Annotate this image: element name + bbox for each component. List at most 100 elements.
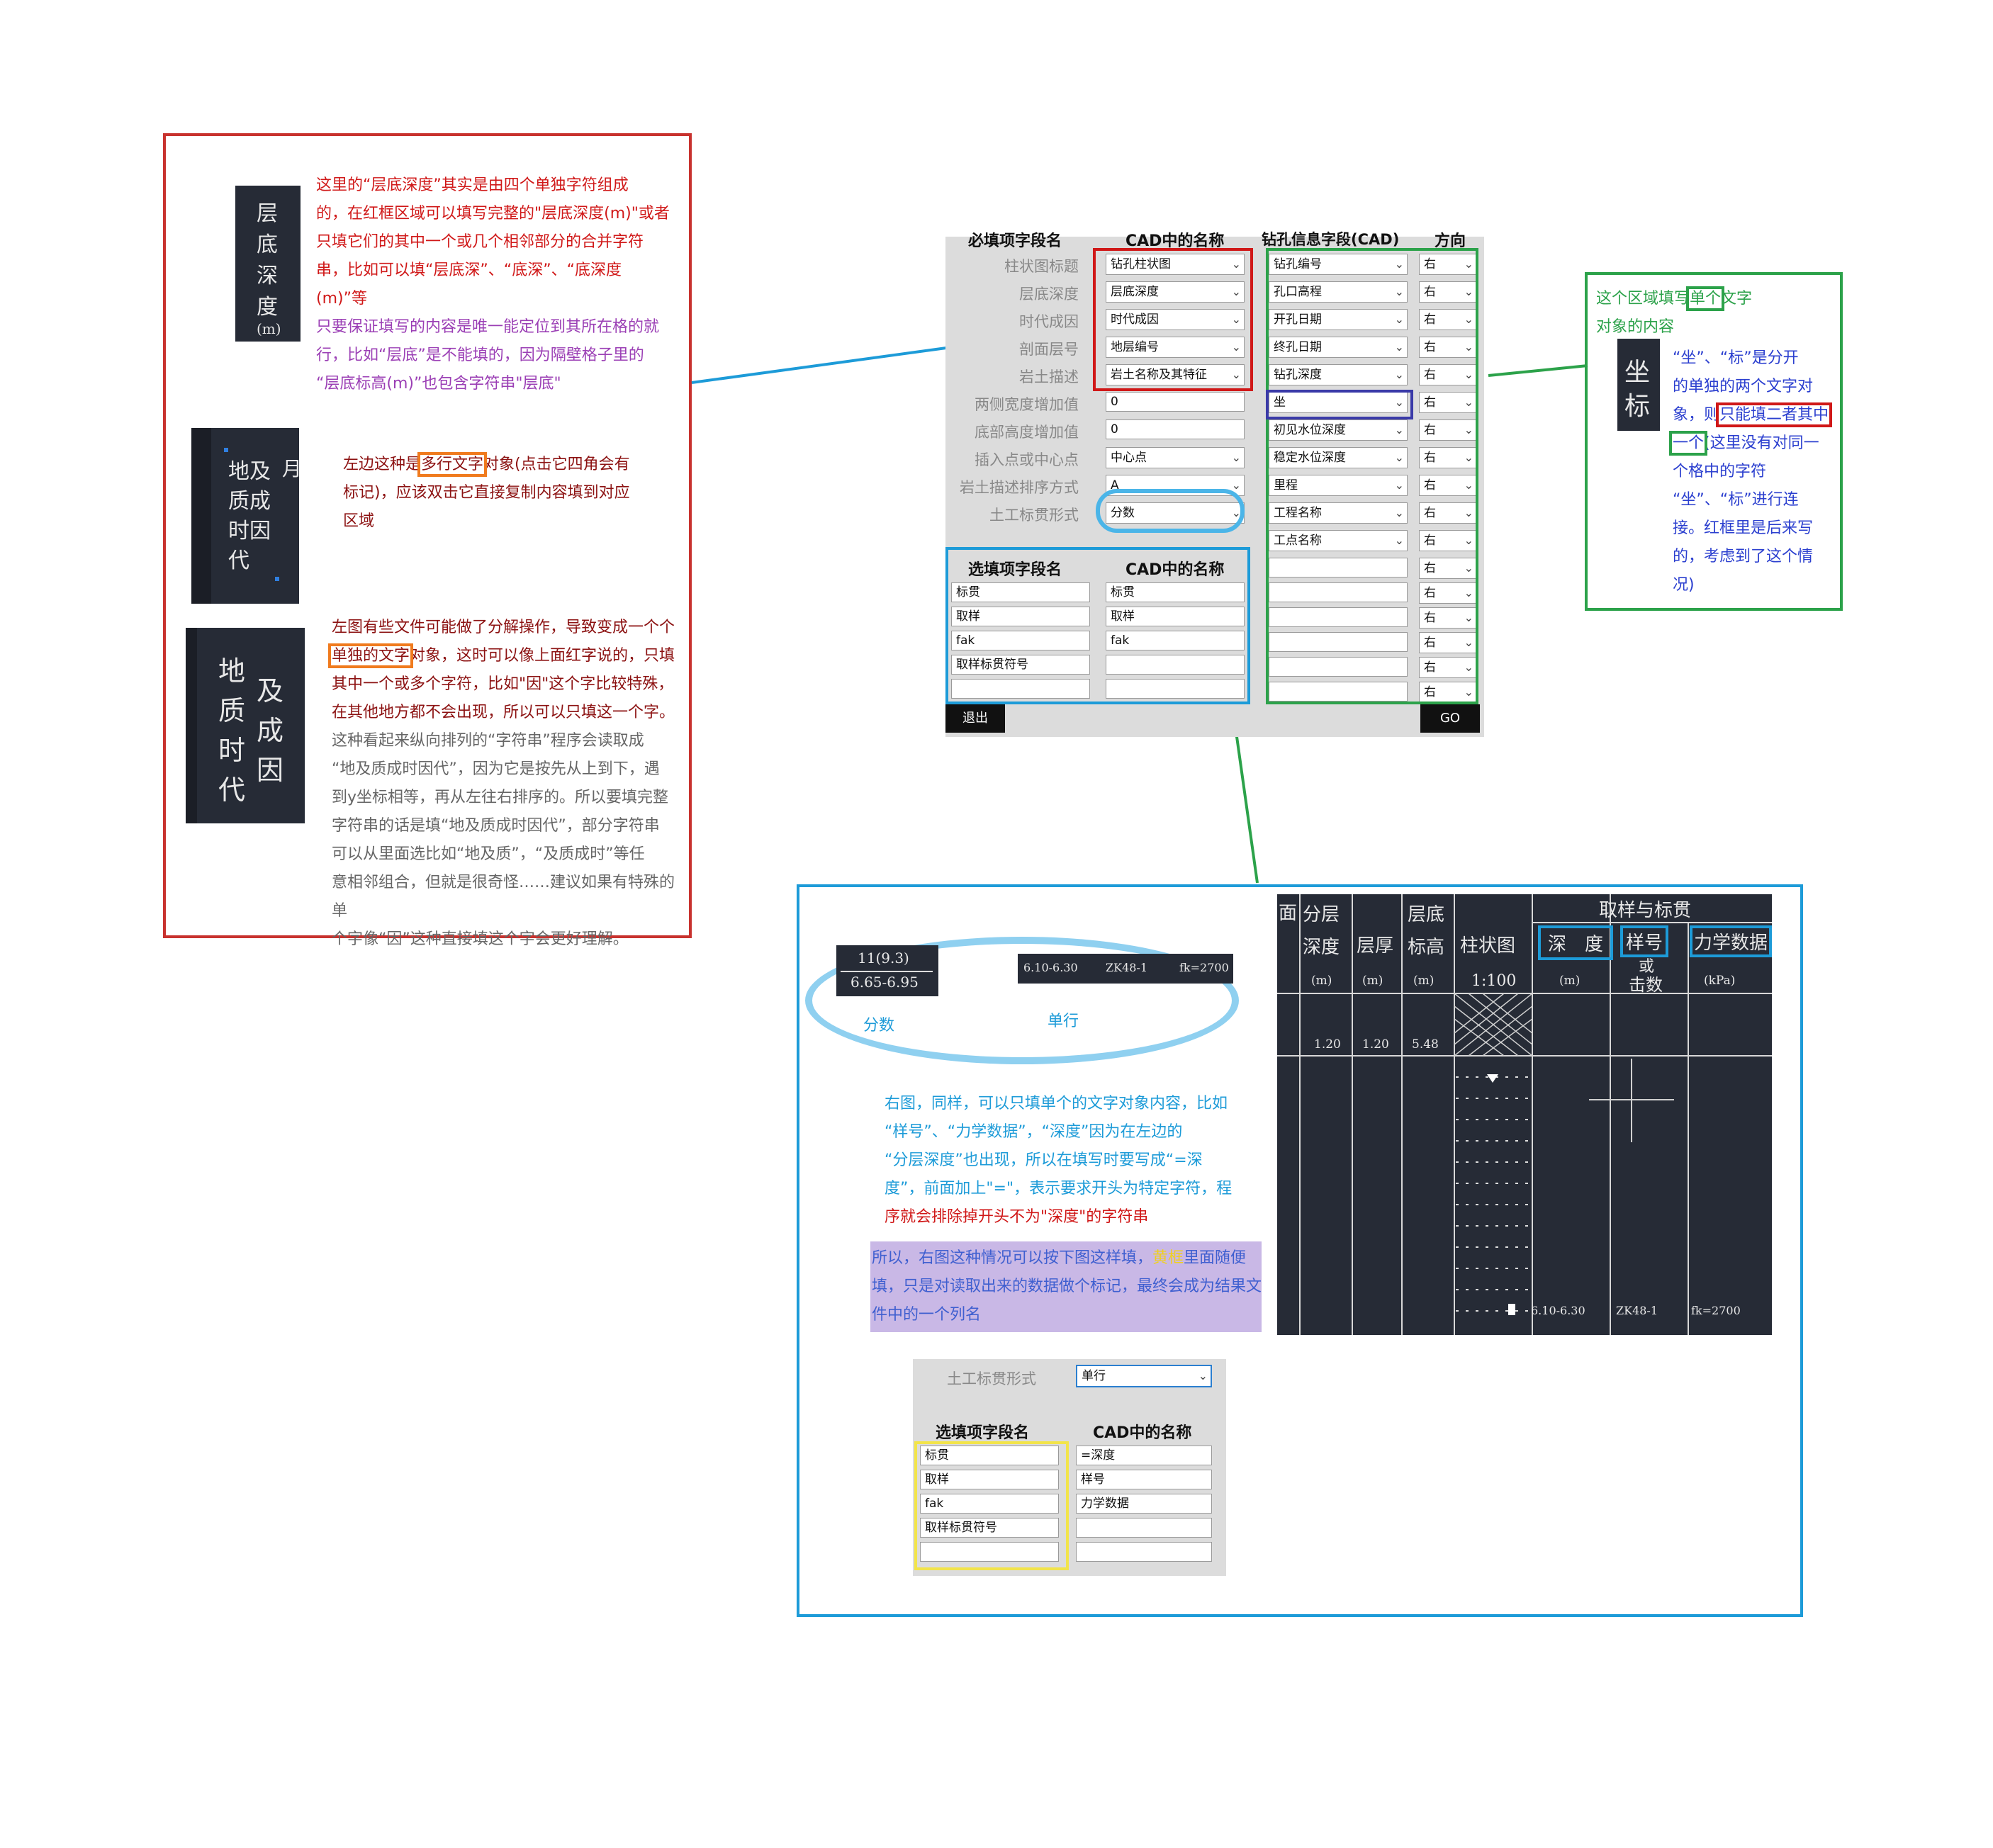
optional-field-name-input[interactable]: fak	[951, 631, 1090, 650]
drill-field-input[interactable]	[1269, 657, 1408, 677]
drill-field-select[interactable]: 终孔日期⌄	[1269, 337, 1408, 358]
direction-select[interactable]: 右⌄	[1419, 475, 1477, 496]
chevron-down-icon: ⌄	[1464, 561, 1473, 575]
exit-button[interactable]: 退出	[945, 704, 1005, 733]
header-optional-cad: CAD中的名称	[1125, 561, 1225, 579]
optional-field-cad-input[interactable]	[1106, 655, 1245, 675]
mini-field-name-input[interactable]: fak	[920, 1494, 1059, 1514]
bottom-explanation-panel	[797, 884, 1803, 1617]
required-field-select[interactable]: 层底深度⌄	[1106, 281, 1245, 303]
direction-select[interactable]: 右⌄	[1419, 530, 1477, 551]
mini-field-name-input[interactable]: 取样	[920, 1470, 1059, 1489]
cad-header-fenceng: 分层 深度	[1303, 904, 1340, 958]
mini-field-cad-input[interactable]	[1076, 1542, 1212, 1562]
chevron-down-icon: ⌄	[1464, 257, 1473, 271]
required-field-select[interactable]: 岩土名称及其特征⌄	[1106, 364, 1245, 385]
green-highlight-box	[1266, 248, 1478, 704]
direction-select[interactable]: 右⌄	[1419, 254, 1477, 275]
mini-field-cad-input[interactable]: =深度	[1076, 1446, 1212, 1465]
cad-header-mian: 面	[1279, 903, 1298, 924]
navy-highlight-box	[1266, 390, 1413, 419]
drill-field-select[interactable]: 工程名称⌄	[1269, 502, 1408, 524]
drill-field-select[interactable]: 初见水位深度⌄	[1269, 419, 1408, 441]
chevron-down-icon: ⌄	[1231, 340, 1241, 354]
required-field-label: 土工标贯形式	[989, 507, 1079, 524]
optional-field-cad-input[interactable]: fak	[1106, 631, 1245, 650]
drill-field-select[interactable]: 钻孔编号⌄	[1269, 254, 1408, 275]
cad-row1-elevation: 5.48	[1412, 1037, 1439, 1052]
drill-field-select[interactable]: 钻孔深度⌄	[1269, 364, 1408, 385]
direction-select[interactable]: 右⌄	[1419, 582, 1477, 604]
direction-select[interactable]: 右⌄	[1419, 337, 1477, 358]
mini-field-name-input[interactable]: 取样标贯符号	[920, 1518, 1059, 1538]
direction-select[interactable]: 右⌄	[1419, 607, 1477, 629]
note-bottom-cyan: 右图，同样，可以只填单个的文字对象内容，比如 “样号”、“力学数据”，“深度”因…	[885, 1095, 1233, 1226]
drill-field-select[interactable]: 坐⌄	[1269, 392, 1408, 413]
purple-note: 所以，右图这种情况可以按下图这样填，黄框里面随便 填，只是对读取出来的数据做个标…	[872, 1249, 1262, 1324]
chevron-down-icon: ⌄	[1394, 368, 1404, 381]
required-field-select[interactable]: 地层编号⌄	[1106, 337, 1245, 358]
chevron-down-icon: ⌄	[1464, 395, 1473, 409]
blue-brush-ellipse	[805, 937, 1239, 1064]
drill-field-select[interactable]: 稳定水位深度⌄	[1269, 447, 1408, 468]
chevron-down-icon: ⌄	[1394, 257, 1404, 271]
mini-form-label: 土工标贯形式	[947, 1370, 1036, 1387]
cad-header-cengdi: 层底 标高	[1408, 904, 1445, 958]
mini-field-name-input[interactable]: 标贯	[920, 1446, 1059, 1465]
direction-select[interactable]: 右⌄	[1419, 281, 1477, 303]
required-field-label: 插入点或中心点	[975, 451, 1079, 468]
mini-field-name-input[interactable]	[920, 1542, 1059, 1562]
direction-select[interactable]: 右⌄	[1419, 419, 1477, 441]
right-note-title: 这个区域填写单个文字 对象的内容	[1596, 286, 1753, 336]
right-note-body: “坐”、“标”是分开 的单独的两个文字对 象，则只能填二者其中	[1673, 349, 1833, 427]
mini-field-cad-input[interactable]: 力学数据	[1076, 1494, 1212, 1514]
required-field-input[interactable]: 0	[1106, 419, 1245, 439]
cad-unit: (m)	[1413, 974, 1435, 988]
drill-field-select[interactable]: 里程⌄	[1269, 475, 1408, 496]
required-field-input[interactable]: 0	[1106, 392, 1245, 412]
optional-field-name-input[interactable]: 标贯	[951, 582, 1090, 602]
drill-field-input[interactable]	[1269, 607, 1408, 627]
blue-brush-highlight	[1096, 489, 1245, 533]
mini-field-cad-input[interactable]: 样号	[1076, 1470, 1212, 1489]
direction-select[interactable]: 右⌄	[1419, 309, 1477, 330]
optional-field-cad-input[interactable]: 标贯	[1106, 582, 1245, 602]
chevron-down-icon: ⌄	[1464, 611, 1473, 624]
direction-select[interactable]: 右⌄	[1419, 632, 1477, 653]
drill-field-input[interactable]	[1269, 558, 1408, 578]
drill-field-input[interactable]	[1269, 582, 1408, 602]
direction-select[interactable]: 右⌄	[1419, 364, 1477, 385]
go-button[interactable]: GO	[1420, 704, 1480, 733]
direction-select[interactable]: 右⌄	[1419, 558, 1477, 579]
chevron-down-icon: ⌄	[1394, 285, 1404, 298]
chevron-down-icon: ⌄	[1394, 312, 1404, 326]
cad-header-jishu: 击数	[1629, 975, 1663, 995]
optional-field-cad-input[interactable]: 取样	[1106, 607, 1245, 626]
chevron-down-icon: ⌄	[1464, 423, 1473, 436]
drill-field-select[interactable]: 工点名称⌄	[1269, 530, 1408, 551]
fraction-example: 11(9.3) 6.65-6.95	[836, 945, 938, 996]
drill-field-input[interactable]	[1269, 682, 1408, 702]
chevron-down-icon: ⌄	[1464, 685, 1473, 699]
optional-field-name-input[interactable]: 取样	[951, 607, 1090, 626]
note-single-text: 左图有些文件可能做了分解操作，导致变成一个个 单独的文字对象，这时可以像上面红字…	[327, 619, 675, 948]
required-field-select[interactable]: 时代成因⌄	[1106, 309, 1245, 330]
direction-select[interactable]: 右⌄	[1419, 682, 1477, 703]
direction-select[interactable]: 右⌄	[1419, 447, 1477, 468]
required-field-select[interactable]: 钻孔柱状图⌄	[1106, 254, 1245, 275]
chevron-down-icon: ⌄	[1394, 534, 1404, 547]
mini-field-cad-input[interactable]	[1076, 1518, 1212, 1538]
optional-field-name-input[interactable]	[951, 679, 1090, 699]
yellow-highlight-box	[914, 1441, 1069, 1570]
drill-field-select[interactable]: 孔口高程⌄	[1269, 281, 1408, 303]
optional-field-cad-input[interactable]	[1106, 679, 1245, 699]
drill-field-input[interactable]	[1269, 632, 1408, 652]
mini-form-select[interactable]: 单行⌄	[1076, 1365, 1212, 1387]
chevron-down-icon: ⌄	[1394, 451, 1404, 464]
required-field-select[interactable]: 中心点⌄	[1106, 447, 1245, 468]
chevron-down-icon: ⌄	[1464, 534, 1473, 547]
direction-select[interactable]: 右⌄	[1419, 502, 1477, 524]
optional-field-name-input[interactable]: 取样标贯符号	[951, 655, 1090, 675]
drill-field-select[interactable]: 开孔日期⌄	[1269, 309, 1408, 330]
mini-form	[913, 1359, 1226, 1576]
